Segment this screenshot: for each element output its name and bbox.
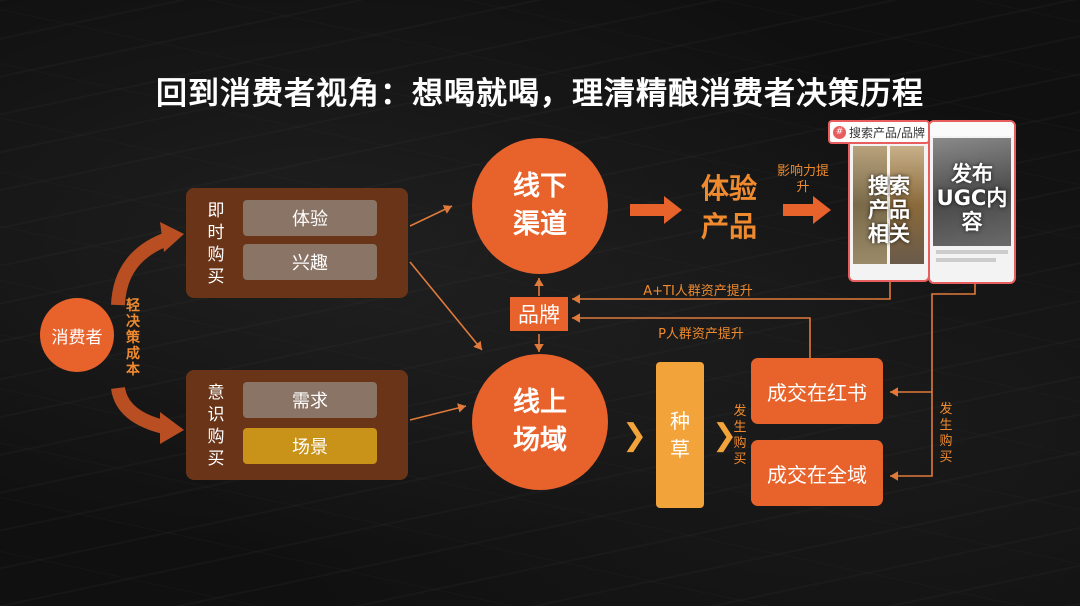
influence-label: 影响力提升 — [776, 164, 829, 195]
phone-image-right — [890, 146, 924, 264]
phone-text-line — [936, 258, 996, 262]
offline-channel-circle: 线下渠道 — [472, 138, 608, 274]
purchase-label-left: 发生购买 — [733, 404, 747, 467]
aware-purchase-panel: 意识购买 需求 场景 — [186, 370, 408, 480]
curve-arrow-down-head — [160, 412, 184, 444]
purchase-label-right: 发生购买 — [939, 402, 953, 465]
consumer-circle: 消费者 — [40, 298, 114, 372]
curve-arrow-up-head — [160, 222, 184, 252]
search-tag-label: 搜索产品/品牌 — [849, 125, 926, 140]
p-asset-label: P人群资产提升 — [658, 327, 744, 342]
aware-purchase-label: 意识购买 — [207, 383, 225, 469]
online-field-label: 线上场域 — [513, 387, 567, 456]
deal-all-box: 成交在全域 — [751, 440, 883, 506]
search-overlay-text: 搜索产品相关 — [868, 174, 910, 246]
big-arrow-experience-phones — [783, 196, 831, 224]
ugc-overlay-text: 发布UGC内容 — [936, 162, 1008, 234]
slide-title: 回到消费者视角：想喝就喝，理清精酿消费者决策历程 — [156, 76, 924, 112]
deal-xhs-label: 成交在红书 — [767, 380, 867, 405]
curve-arrow-down — [111, 386, 170, 435]
pill-experience: 体验 — [243, 200, 377, 236]
ugc-phone-screenshot: 发布UGC内容 — [928, 120, 1016, 284]
search-tag: # 搜索产品/品牌 — [828, 120, 931, 144]
online-field-circle: 线上场域 — [472, 354, 608, 490]
search-phone-screenshot: 搜索产品相关 — [848, 120, 930, 282]
instant-purchase-label: 即时购买 — [207, 201, 225, 287]
consumer-side-note: 轻决策成本 — [126, 298, 140, 378]
arrow-instant-to-offline — [409, 205, 453, 227]
offline-channel-label: 线下渠道 — [513, 171, 567, 240]
brand-box: 品牌 — [510, 297, 568, 331]
phone-header-bar — [930, 122, 1014, 136]
big-arrow-offline-experience — [630, 196, 682, 224]
chevron-right-icon: ❯ — [712, 418, 738, 453]
arrow-aware-to-online — [409, 403, 467, 421]
chevron-right-icon: ❯ — [622, 418, 648, 453]
curve-arrow-up — [111, 231, 173, 306]
experience-product-label: 体验产品 — [700, 172, 757, 243]
deal-all-label: 成交在全域 — [767, 462, 867, 487]
phone-image-main — [933, 138, 1011, 246]
line-ati-feedback — [572, 282, 891, 304]
pill-interest: 兴趣 — [243, 244, 377, 280]
pill-scene: 场景 — [243, 428, 377, 464]
consumer-label: 消费者 — [51, 327, 103, 348]
instant-purchase-panel: 即时购买 体验 兴趣 — [186, 188, 408, 298]
pill-need: 需求 — [243, 382, 377, 418]
arrow-instant-to-online — [409, 261, 483, 351]
line-purchase-right — [890, 282, 976, 481]
ati-asset-label: A+TI人群资产提升 — [643, 284, 753, 299]
phone-image-left — [853, 146, 887, 264]
seed-grass-box: 种草 — [656, 362, 704, 508]
phone-text-line — [936, 250, 1008, 254]
line-p-feedback — [572, 313, 811, 358]
brand-label: 品牌 — [518, 303, 560, 327]
deal-xhs-box: 成交在红书 — [751, 358, 883, 424]
seed-grass-label: 种草 — [670, 409, 690, 461]
hash-icon: # — [833, 125, 846, 139]
